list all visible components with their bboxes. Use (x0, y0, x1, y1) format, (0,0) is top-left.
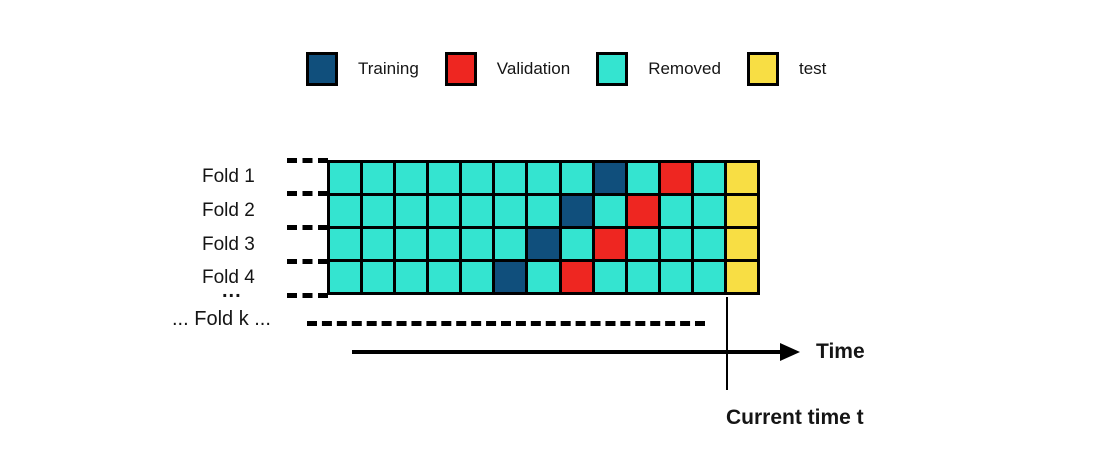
cell-training (561, 196, 592, 226)
fold-k-label: ... Fold k ... (172, 308, 271, 330)
current-time-label: Current time t (726, 406, 864, 429)
cell-removed (528, 262, 559, 292)
cell-training (594, 163, 625, 193)
cell-removed (396, 262, 427, 292)
cell-training (528, 229, 559, 259)
cell-removed (627, 163, 658, 193)
cell-test (726, 196, 757, 226)
legend-item-training: Training (306, 52, 419, 86)
legend-item-removed: Removed (596, 52, 721, 86)
cell-removed (429, 196, 460, 226)
cell-removed (693, 229, 724, 259)
cell-removed (693, 163, 724, 193)
legend-item-validation: Validation (444, 52, 571, 86)
cell-removed (396, 229, 427, 259)
cell-test (726, 262, 757, 292)
legend-label-removed: Removed (648, 59, 721, 78)
fold-label-4: Fold 4 (202, 267, 255, 288)
dash-stub-2 (287, 225, 328, 230)
cell-removed (429, 262, 460, 292)
cell-test (726, 163, 757, 193)
cell-removed (495, 196, 526, 226)
cell-removed (363, 229, 394, 259)
dash-stub-0 (287, 158, 328, 163)
cell-removed (561, 229, 592, 259)
cell-removed (627, 262, 658, 292)
cell-removed (528, 163, 559, 193)
legend-label-validation: Validation (496, 59, 571, 78)
fold-k-dashed-line (307, 321, 705, 326)
cell-removed (693, 196, 724, 226)
cell-removed (429, 229, 460, 259)
cell-removed (330, 229, 361, 259)
legend-swatch-training (306, 52, 338, 86)
cell-removed (660, 229, 691, 259)
dash-stub-4 (287, 293, 328, 298)
cell-removed (594, 196, 625, 226)
cell-removed (363, 196, 394, 226)
legend-label-test: test (798, 59, 827, 78)
legend-label-training: Training (358, 59, 419, 78)
cell-removed (330, 196, 361, 226)
fold-label-3: Fold 3 (202, 234, 255, 255)
time-axis-arrowhead-icon (780, 343, 800, 361)
cell-removed (528, 196, 559, 226)
cell-validation (660, 163, 691, 193)
fold-label-1: Fold 1 (202, 166, 255, 187)
cell-removed (396, 163, 427, 193)
cell-removed (396, 196, 427, 226)
cell-removed (660, 262, 691, 292)
cell-removed (462, 196, 493, 226)
cell-removed (330, 163, 361, 193)
cell-removed (594, 262, 625, 292)
cell-removed (495, 229, 526, 259)
cell-training (495, 262, 526, 292)
time-axis-label: Time (816, 340, 865, 363)
dash-stub-1 (287, 191, 328, 196)
cell-removed (429, 163, 460, 193)
time-axis-line (352, 350, 782, 354)
cell-removed (561, 163, 592, 193)
cell-removed (660, 196, 691, 226)
more-folds-ellipsis: ... (222, 280, 242, 302)
current-time-marker-line (726, 297, 728, 390)
cell-removed (363, 163, 394, 193)
cell-removed (363, 262, 394, 292)
cell-test (726, 229, 757, 259)
legend-item-test: test (746, 52, 827, 86)
cell-removed (462, 262, 493, 292)
cell-removed (462, 229, 493, 259)
legend-swatch-test (746, 52, 779, 86)
dash-stub-3 (287, 259, 328, 264)
legend-swatch-validation (444, 52, 477, 86)
fold-grid (327, 160, 760, 295)
legend-swatch-removed (596, 52, 629, 86)
cell-removed (330, 262, 361, 292)
cell-removed (495, 163, 526, 193)
cell-validation (594, 229, 625, 259)
cell-removed (693, 262, 724, 292)
fold-label-2: Fold 2 (202, 200, 255, 221)
legend: Training Validation Removed test (306, 52, 826, 86)
cell-validation (561, 262, 592, 292)
cell-removed (627, 229, 658, 259)
cell-validation (627, 196, 658, 226)
cell-removed (462, 163, 493, 193)
